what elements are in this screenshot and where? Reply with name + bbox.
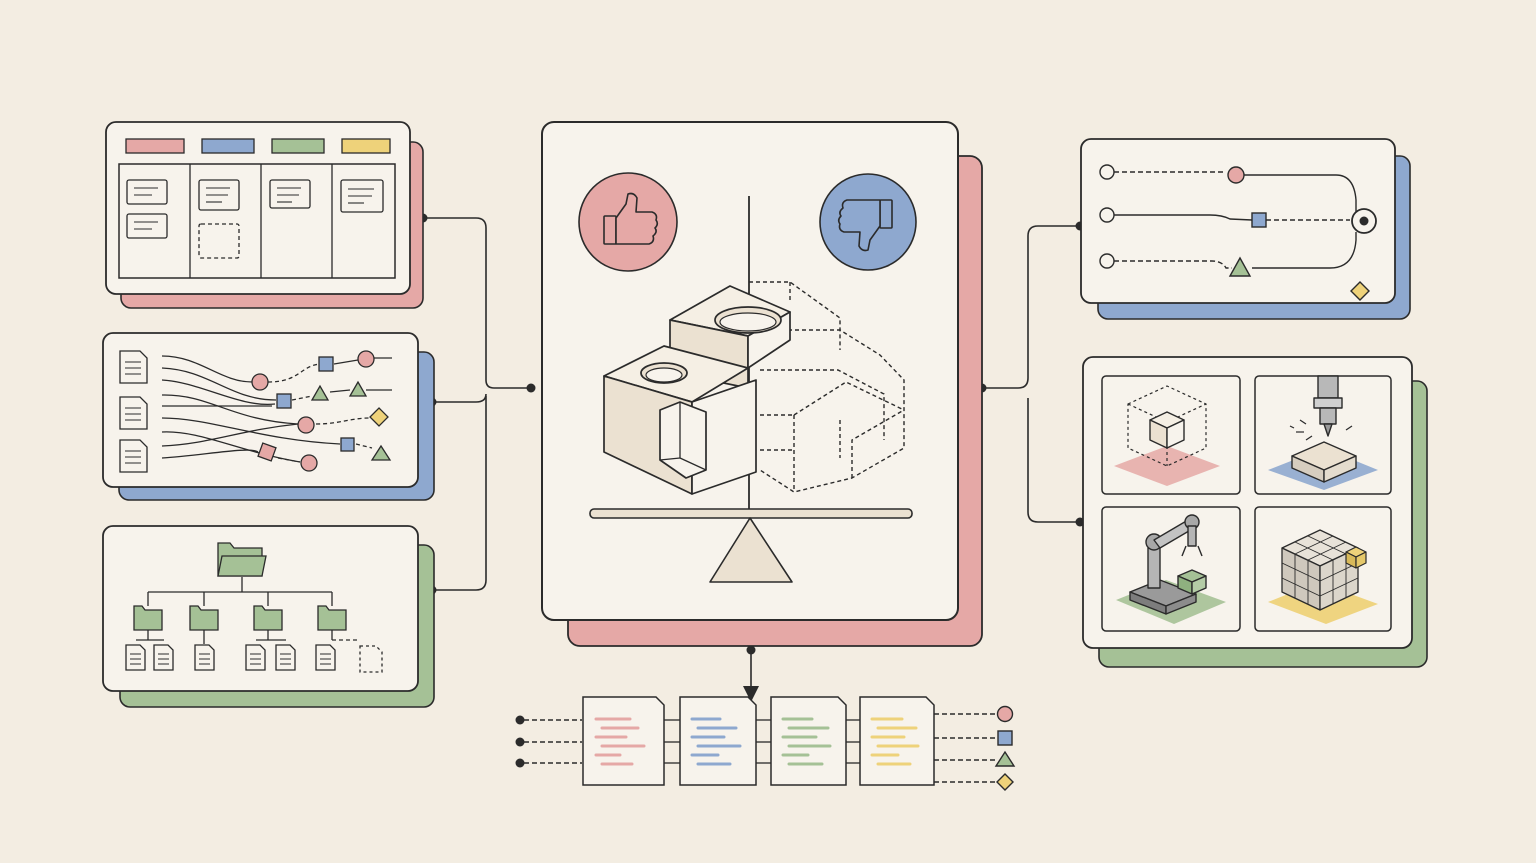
code-document-yellow [859, 696, 935, 786]
folder-hierarchy-panel [102, 525, 435, 708]
folder-tree-icon [125, 542, 383, 673]
data-streams-panel [102, 332, 435, 501]
manufacturing-grid-panel [1082, 356, 1428, 668]
connector-lines [423, 217, 1080, 702]
thumbs-up-icon [578, 172, 678, 272]
kanban-board-icon [118, 138, 396, 279]
code-document-green [770, 696, 847, 786]
code-documents-row [515, 696, 1016, 791]
kanban-board-panel [105, 121, 424, 309]
design-cube-cell [1101, 375, 1241, 495]
code-document-blue [679, 696, 757, 786]
robotic-assembly-cell [1101, 506, 1241, 632]
center-evaluation-panel [541, 121, 983, 647]
solid-3d-part [603, 285, 791, 495]
dashed-wireframe-part [749, 281, 905, 493]
process-flow-panel [1080, 138, 1411, 320]
process-flow-icon [1099, 164, 1377, 301]
thumbs-down-icon [819, 173, 917, 271]
cnc-machining-cell [1254, 375, 1392, 495]
voxel-build-cell [1254, 506, 1392, 632]
code-document-pink [582, 696, 665, 786]
document-streams-icon [119, 350, 392, 473]
